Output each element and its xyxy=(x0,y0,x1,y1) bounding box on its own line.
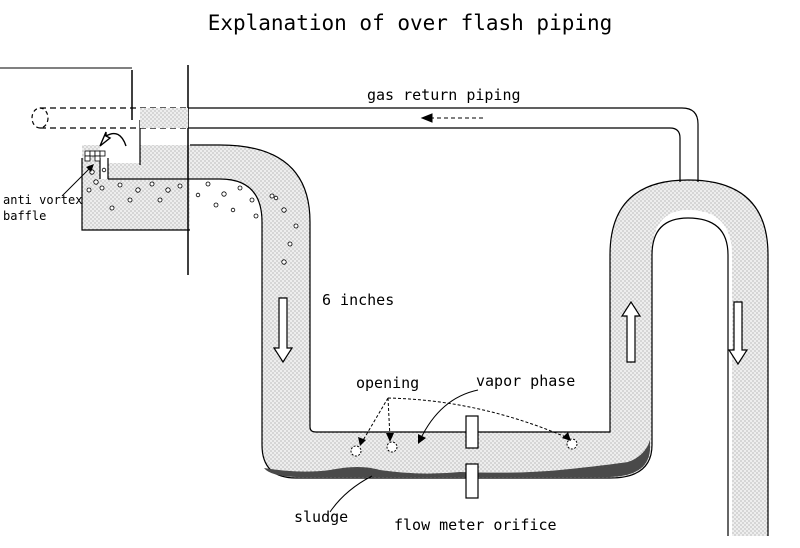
anti-vortex-label-line2: baffle xyxy=(3,209,46,223)
opening-label: opening xyxy=(356,374,419,392)
gas-flow-arrow xyxy=(420,113,485,123)
gas-return-label: gas return piping xyxy=(367,86,521,104)
up-flow-arrow xyxy=(620,300,642,363)
vapor-openings xyxy=(350,438,578,457)
pipe-outlines xyxy=(81,120,769,536)
leader-lines xyxy=(61,165,569,513)
flow-meter-orifice xyxy=(465,415,479,499)
diagram-title: Explanation of over flash piping xyxy=(208,11,613,35)
anti-vortex-label-line1: anti vortex xyxy=(3,193,82,207)
anti-vortex-baffle xyxy=(84,150,106,162)
main-pipe xyxy=(82,145,768,536)
orifice-label: flow meter orifice xyxy=(394,516,557,534)
down-flow-arrow-right xyxy=(727,301,749,366)
sludge-deposit xyxy=(264,440,650,477)
down-flow-arrow-left xyxy=(272,297,294,364)
six-inches-label: 6 inches xyxy=(322,291,394,309)
leader-arrowheads xyxy=(86,164,571,446)
gas-bubbles xyxy=(86,167,299,265)
sludge-label: sludge xyxy=(294,508,348,526)
vortex-flow-arrow xyxy=(99,131,127,147)
vapor-phase-label: vapor phase xyxy=(476,372,575,390)
